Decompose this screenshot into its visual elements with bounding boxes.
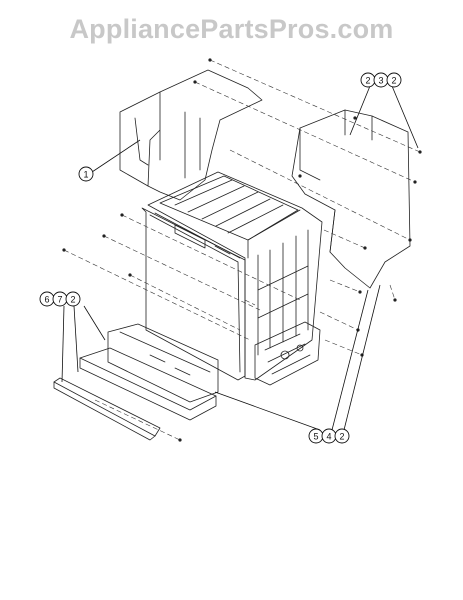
callout-label: 7 <box>57 295 62 305</box>
callout-label: 2 <box>70 295 75 305</box>
callout-label: 2 <box>391 76 396 86</box>
callout-1: 1 <box>78 166 94 182</box>
right-side-panel <box>291 109 411 289</box>
motor-pump-assembly <box>254 321 321 386</box>
callout-label: 5 <box>313 432 318 442</box>
callout-label: 3 <box>378 76 383 86</box>
callout-5-4-2: 5 4 2 <box>308 428 350 444</box>
callout-6-7-2: 6 7 2 <box>39 291 81 307</box>
base-toe-kick <box>79 323 219 421</box>
callout-2-3-2: 2 3 2 <box>360 72 402 88</box>
callout-label: 1 <box>83 170 88 180</box>
watermark-text: AppliancePartsPros.com <box>69 14 394 44</box>
callout-label: 2 <box>339 432 344 442</box>
fasteners <box>62 58 422 442</box>
callout-leaders <box>61 85 419 431</box>
leader-lines <box>63 59 421 441</box>
callout-label: 2 <box>365 76 370 86</box>
dishwasher-door <box>141 207 246 381</box>
left-side-panel <box>119 69 263 201</box>
callout-label: 4 <box>326 432 331 442</box>
kick-plate <box>53 377 161 441</box>
callout-label: 6 <box>44 295 49 305</box>
